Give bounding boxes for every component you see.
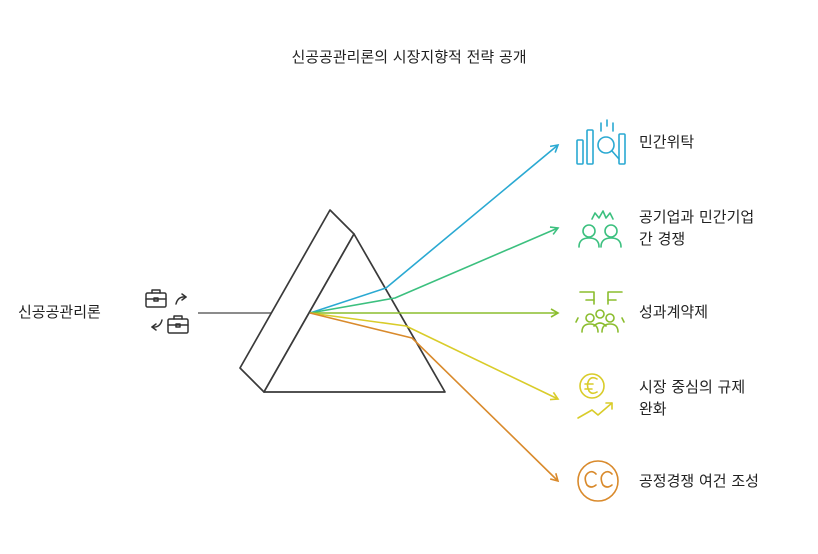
output-label-1-line-1: 간 경쟁 <box>639 230 686 248</box>
output-label-4-line-0: 공정경쟁 여건 조성 <box>639 472 759 490</box>
cc-circle-icon <box>577 460 619 502</box>
briefcase-exchange-icon <box>145 289 189 334</box>
output-label-3-line-1: 완화 <box>639 400 667 418</box>
output-label-0-line-0: 민간위탁 <box>639 133 695 151</box>
diagram-title: 신공공관리론의 시장지향적 전략 공개 <box>291 48 527 66</box>
prism <box>239 209 446 393</box>
competing-people-icon <box>578 210 622 248</box>
output-label-3-line-0: 시장 중심의 규제 <box>639 378 746 396</box>
output-label-2-line-0: 성과계약제 <box>639 303 709 321</box>
beam-0 <box>309 143 560 314</box>
output-beams <box>309 143 560 483</box>
beam-1 <box>309 226 560 314</box>
output-label-1: 공기업과 민간기업 간 경쟁 <box>639 206 754 250</box>
beam-4 <box>309 312 560 483</box>
output-label-2: 성과계약제 <box>639 301 708 323</box>
output-label-1-line-0: 공기업과 민간기업 <box>639 208 755 226</box>
output-label-0: 민간위탁 <box>639 131 694 153</box>
output-label-4: 공정경쟁 여건 조성 <box>639 470 759 492</box>
euro-growth-icon <box>577 373 613 419</box>
source-label: 신공공관리론 <box>18 303 101 321</box>
beam-3 <box>309 312 560 401</box>
search-building-icon <box>576 119 626 165</box>
team-contract-icon <box>575 291 625 333</box>
output-label-3: 시장 중심의 규제 완화 <box>639 376 745 420</box>
